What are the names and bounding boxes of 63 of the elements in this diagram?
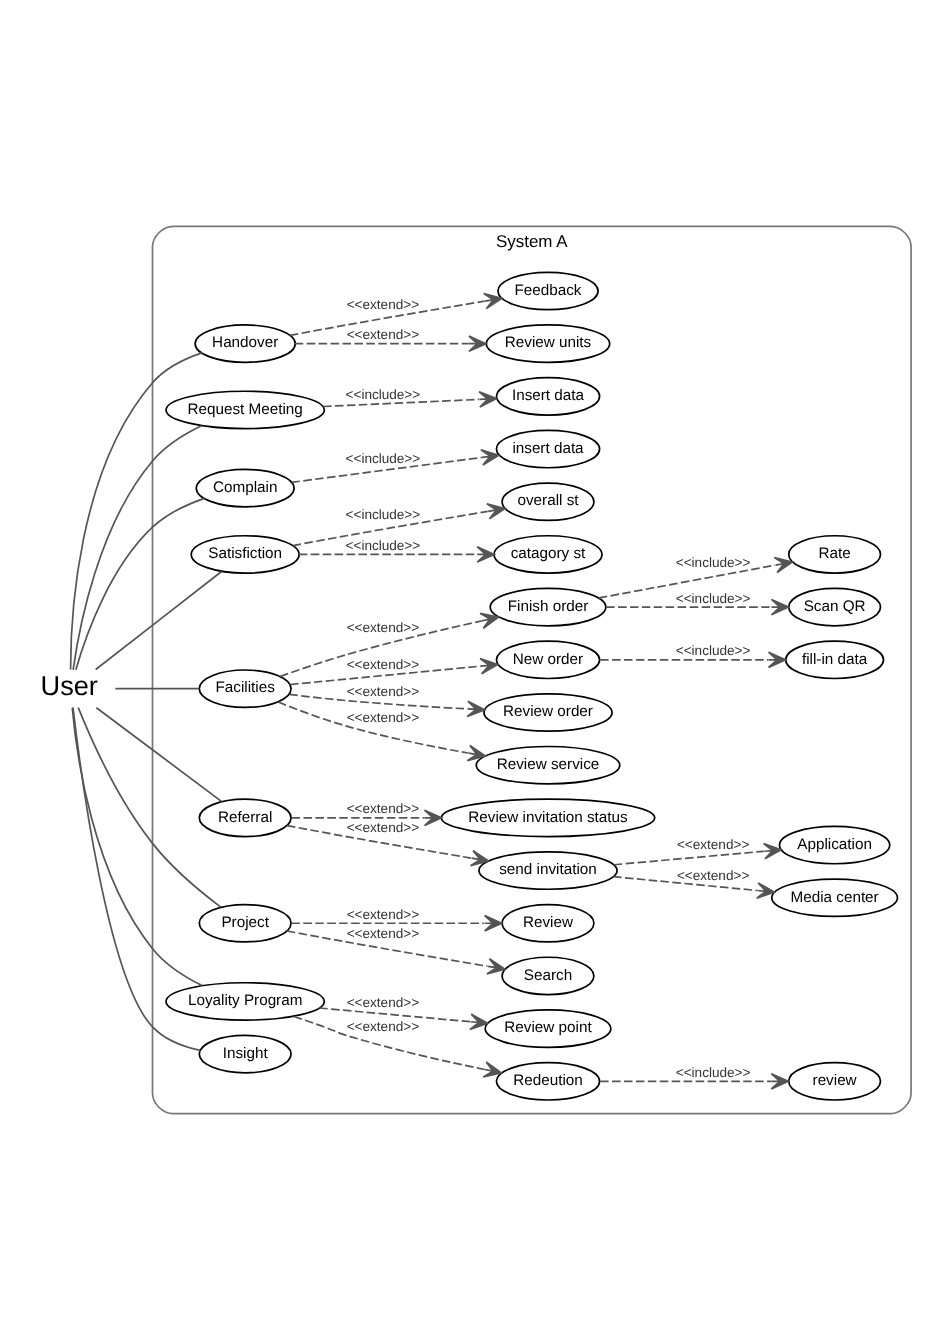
arrow — [279, 612, 500, 678]
arrow — [294, 335, 487, 353]
arrow — [289, 292, 503, 337]
connector — [72, 424, 203, 671]
connector — [77, 706, 222, 908]
connector — [114, 687, 201, 690]
connector — [69, 352, 203, 671]
node-ellipse: Search — [501, 956, 595, 996]
node-ellipse: Redeution — [495, 1061, 601, 1101]
arrow — [290, 809, 443, 827]
arrow — [318, 1007, 489, 1031]
arrow — [599, 1072, 790, 1090]
arrow — [598, 556, 794, 599]
node-ellipse: Insight — [198, 1034, 292, 1074]
node-ellipse: Complain — [195, 468, 295, 508]
node-ellipse: catagory st — [493, 534, 603, 574]
node-ellipse: Satisfiction — [190, 534, 300, 574]
node-ellipse: New order — [495, 640, 601, 680]
connector — [95, 706, 223, 803]
arrow — [286, 824, 490, 867]
node-ellipse: Referral — [198, 798, 292, 838]
connector — [71, 707, 203, 987]
node-ellipse: Project — [198, 903, 292, 943]
arrow — [613, 842, 783, 866]
connector — [75, 497, 206, 671]
node-text: User — [40, 671, 98, 702]
node-ellipse: Loyality Program — [165, 981, 326, 1021]
node-ellipse: review — [787, 1061, 882, 1101]
arrow — [298, 545, 496, 563]
arrow — [289, 657, 499, 686]
arrow — [288, 693, 486, 718]
node-ellipse: Review order — [483, 692, 613, 733]
node-ellipse: Insert data — [495, 376, 601, 416]
node-ellipse: Review units — [485, 324, 611, 364]
node-ellipse: fill-in data — [784, 640, 885, 680]
arrow — [290, 914, 503, 932]
arrow — [612, 875, 776, 899]
connector — [94, 570, 223, 671]
node-ellipse: overall st — [501, 482, 595, 522]
arrow — [286, 930, 506, 975]
arrow — [292, 502, 506, 547]
node-ellipse: Handover — [194, 324, 297, 364]
node-ellipse: Review point — [484, 1009, 612, 1049]
arrow — [290, 449, 500, 484]
node-ellipse: Facilities — [198, 669, 292, 709]
node-ellipse: Review — [501, 903, 595, 943]
node-ellipse: insert data — [495, 429, 601, 469]
node-ellipse: Rate — [787, 534, 882, 574]
arrow — [605, 598, 790, 616]
connector — [72, 706, 201, 1052]
arrow — [322, 390, 498, 408]
arrow — [292, 1015, 503, 1078]
node-ellipse: Application — [778, 825, 891, 865]
node-ellipse: Request Meeting — [165, 390, 326, 430]
node-ellipse: Feedback — [497, 271, 599, 311]
node-ellipse: Scan QR — [787, 587, 882, 627]
arrow — [599, 651, 787, 669]
node-ellipse: send invitation — [478, 851, 618, 891]
arrow — [277, 701, 487, 762]
node-ellipse: Media center — [770, 878, 899, 918]
node-ellipse: Review invitation status — [440, 798, 656, 838]
node-ellipse: Finish order — [489, 587, 607, 627]
node-ellipse: Review service — [475, 745, 621, 785]
